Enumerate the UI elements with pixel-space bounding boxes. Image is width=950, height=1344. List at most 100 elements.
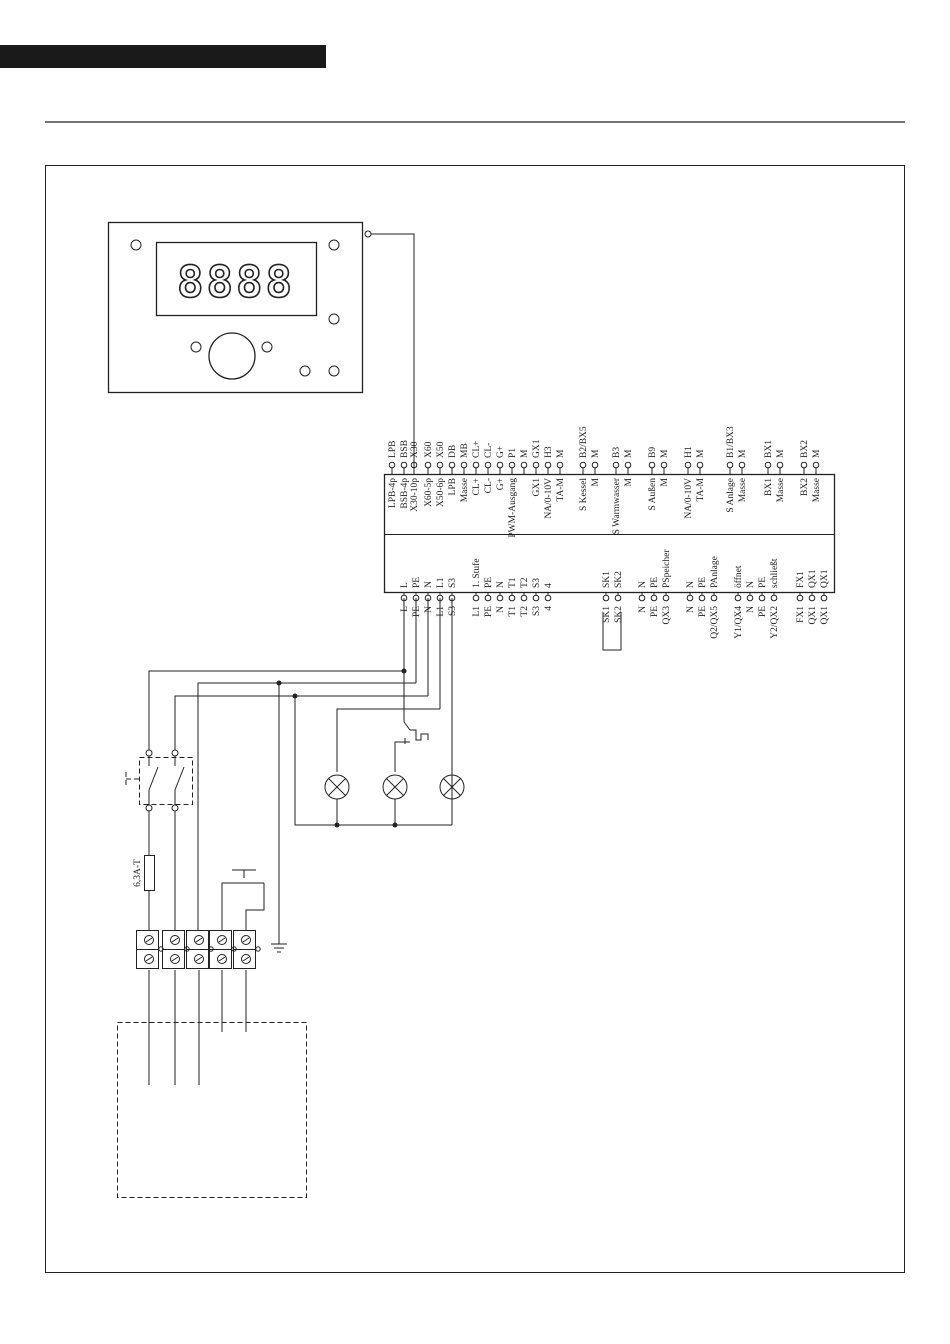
top-terminal[interactable] <box>764 461 772 469</box>
bottom-terminal[interactable] <box>746 594 754 602</box>
strip-screw-bottom[interactable] <box>194 954 204 964</box>
bottom-terminal[interactable] <box>710 594 718 602</box>
lamp-neutral-return <box>294 696 452 826</box>
bottom-terminal-function: L1 <box>436 577 446 588</box>
rotary-knob[interactable] <box>208 332 256 380</box>
strip-screw-top[interactable] <box>194 935 204 945</box>
bottom-terminal-label: Y1/QX4 <box>734 606 744 639</box>
bottom-terminal[interactable] <box>758 594 766 602</box>
bottom-terminal[interactable] <box>614 594 622 602</box>
bottom-terminal-label: 4 <box>544 606 554 611</box>
top-terminal[interactable] <box>579 461 587 469</box>
strip-screw-bottom[interactable] <box>217 954 227 964</box>
panel-cable-terminal <box>364 230 372 238</box>
top-terminal[interactable] <box>812 461 820 469</box>
bottom-terminal-label: L1 <box>436 606 446 617</box>
top-terminal[interactable] <box>508 461 516 469</box>
panel-button-right[interactable] <box>261 341 273 353</box>
top-terminal[interactable] <box>800 461 808 469</box>
main-switch-enclosure <box>139 757 193 805</box>
strip-screw-bottom[interactable] <box>241 954 251 964</box>
strip-screw-top[interactable] <box>241 935 251 945</box>
bottom-terminal[interactable] <box>508 594 516 602</box>
bottom-terminal-label: PE <box>758 606 768 617</box>
diagram-frame <box>45 165 905 1273</box>
top-terminal-label: M <box>624 449 634 458</box>
display-digits: 8888 <box>177 257 295 308</box>
top-terminal[interactable] <box>460 461 468 469</box>
bottom-terminal[interactable] <box>698 594 706 602</box>
bottom-terminal[interactable] <box>820 594 828 602</box>
top-terminal[interactable] <box>624 461 632 469</box>
top-terminal-label: BX1 <box>764 440 774 458</box>
bottom-terminal[interactable] <box>662 594 670 602</box>
bottom-terminal[interactable] <box>796 594 804 602</box>
top-terminal[interactable] <box>726 461 734 469</box>
bottom-terminal[interactable] <box>734 594 742 602</box>
bottom-terminal[interactable] <box>602 594 610 602</box>
panel-button-bottom-1[interactable] <box>299 365 311 377</box>
top-terminal[interactable] <box>388 461 396 469</box>
top-terminal[interactable] <box>684 461 692 469</box>
top-terminal-function: Masse <box>776 478 786 502</box>
top-terminal-label: B3 <box>612 447 622 458</box>
bottom-terminal[interactable] <box>544 594 552 602</box>
bottom-terminal[interactable] <box>638 594 646 602</box>
strip-screw-top[interactable] <box>217 935 227 945</box>
bottom-terminal[interactable] <box>484 594 492 602</box>
top-terminal[interactable] <box>472 461 480 469</box>
bottom-terminal[interactable] <box>808 594 816 602</box>
strip-screw-top[interactable] <box>144 935 154 945</box>
bottom-terminal[interactable] <box>686 594 694 602</box>
bus-N <box>174 695 428 750</box>
bottom-terminal-function: T2 <box>520 577 530 588</box>
lamp-1 <box>324 774 350 800</box>
top-terminal[interactable] <box>591 461 599 469</box>
top-terminal[interactable] <box>660 461 668 469</box>
bottom-terminal-function: N <box>496 581 506 588</box>
bottom-terminal[interactable] <box>496 594 504 602</box>
bottom-terminal[interactable] <box>532 594 540 602</box>
top-terminal[interactable] <box>400 461 408 469</box>
strip-screw-top[interactable] <box>170 935 180 945</box>
top-terminal-label: X30 <box>410 441 420 458</box>
top-terminal[interactable] <box>648 461 656 469</box>
top-terminal[interactable] <box>532 461 540 469</box>
top-terminal-label: BSB <box>400 440 410 458</box>
top-terminal[interactable] <box>612 461 620 469</box>
panel-led-right <box>328 313 340 325</box>
bottom-terminal-label: QX3 <box>662 606 672 625</box>
top-terminal[interactable] <box>436 461 444 469</box>
top-terminal[interactable] <box>556 461 564 469</box>
top-terminal[interactable] <box>696 461 704 469</box>
strip-screw-bottom[interactable] <box>170 954 180 964</box>
top-terminal-label: CL+ <box>472 441 482 459</box>
lamp-2-x2 <box>386 778 404 796</box>
bottom-terminal-label: SK2 <box>614 606 624 623</box>
top-terminal[interactable] <box>448 461 456 469</box>
bottom-terminal-function: PAnlage <box>710 556 720 588</box>
panel-button-left[interactable] <box>190 341 202 353</box>
top-terminal-function: NA/0-10V <box>544 478 554 519</box>
top-terminal[interactable] <box>424 461 432 469</box>
top-terminal[interactable] <box>496 461 504 469</box>
mains-terminal-strip <box>136 930 261 969</box>
strip-screw-bottom[interactable] <box>144 954 154 964</box>
top-terminal[interactable] <box>738 461 746 469</box>
top-terminal[interactable] <box>544 461 552 469</box>
bottom-terminal[interactable] <box>770 594 778 602</box>
top-terminal-function: Masse <box>812 478 822 502</box>
bottom-terminal-function: SK1 <box>602 571 612 588</box>
bottom-terminal[interactable] <box>650 594 658 602</box>
bottom-terminal[interactable] <box>472 594 480 602</box>
top-terminal[interactable] <box>484 461 492 469</box>
bottom-terminal[interactable] <box>520 594 528 602</box>
top-terminal-function: M <box>624 477 634 486</box>
bottom-terminal-label: Y2/QX2 <box>770 606 780 639</box>
panel-button-bottom-2[interactable] <box>328 365 340 377</box>
top-terminal-function: CL- <box>484 478 494 493</box>
top-terminal[interactable] <box>776 461 784 469</box>
strip-screw-slot <box>195 956 203 962</box>
top-terminal[interactable] <box>520 461 528 469</box>
